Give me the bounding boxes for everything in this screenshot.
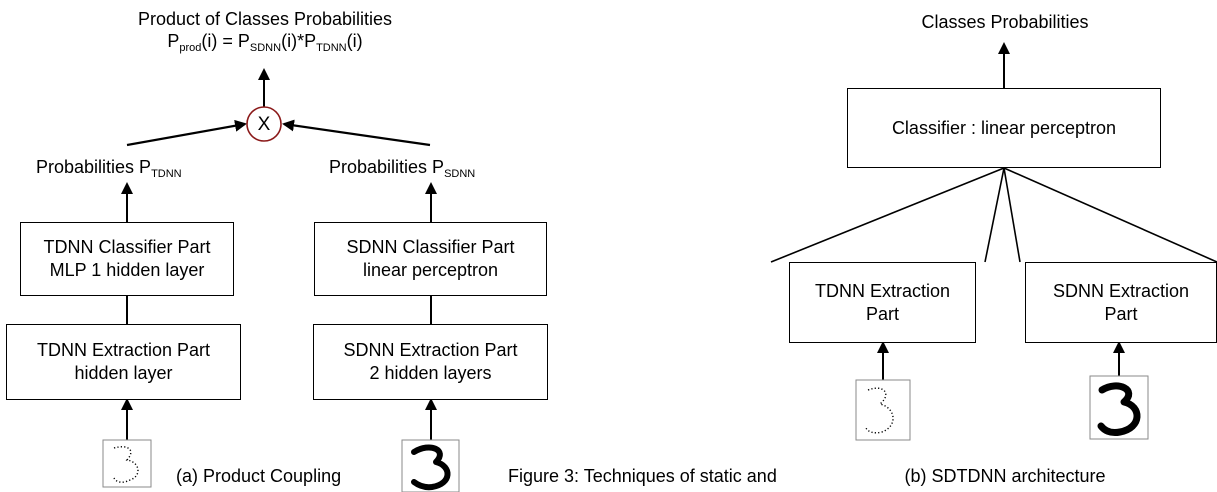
right-sdnn-input-image (1089, 375, 1149, 440)
left-caption: (a) Product Coupling (176, 466, 342, 486)
right-classifier-box: Classifier : linear perceptron (847, 88, 1161, 168)
multiply-symbol: X (257, 114, 271, 135)
tdnn-classifier-line2: MLP 1 hidden layer (49, 260, 205, 280)
fan-sdnn-left (1003, 167, 1021, 263)
right-tdnn-extraction-box: TDNN Extraction Part (789, 262, 976, 343)
sdnn-extraction-box: SDNN Extraction Part 2 hidden layers (313, 324, 548, 400)
tdnn-extraction-line1: TDNN Extraction Part (36, 340, 211, 360)
figure-caption: Figure 3: Techniques of static and (508, 466, 777, 486)
right-sdnn-extraction-line2: Part (1104, 303, 1138, 324)
tdnn-extraction-box: TDNN Extraction Part hidden layer (6, 324, 241, 400)
sdnn-input-image (401, 439, 460, 492)
left-title: Product of Classes Probabilities (137, 9, 393, 29)
right-caption: (b) SDTDNN architecture (904, 466, 1106, 486)
sdnn-extraction-line1: SDNN Extraction Part (343, 340, 518, 360)
sdnn-classifier-box: SDNN Classifier Part linear perceptron (314, 222, 547, 296)
multiply-node (246, 106, 282, 142)
right-tdnn-input-image (855, 379, 911, 441)
tdnn-classifier-line1: TDNN Classifier Part (43, 237, 211, 257)
right-tdnn-extraction-line1: TDNN Extraction (814, 280, 951, 301)
tdnn-input-image (102, 439, 152, 488)
fan-tdnn-right (984, 167, 1005, 263)
sdnn-classifier-line2: linear perceptron (362, 260, 499, 280)
fan-sdnn-right (1003, 167, 1217, 263)
left-formula: Pprod(i) = PSDNN(i)*PTDNN(i) (167, 31, 363, 54)
right-sdnn-extraction-line1: SDNN Extraction (1052, 280, 1190, 301)
tdnn-extraction-line2: hidden layer (74, 363, 173, 383)
right-title: Classes Probabilities (921, 12, 1089, 32)
arrow-tdnn-to-multiply (126, 119, 247, 147)
prob-sdnn-label: Probabilities PSDNN (329, 157, 476, 180)
arrow-sdnn-to-multiply (282, 119, 431, 147)
fan-tdnn-left (770, 167, 1005, 263)
right-classifier-label: Classifier : linear perceptron (891, 117, 1117, 138)
prob-tdnn-label: Probabilities PTDNN (36, 157, 182, 180)
tdnn-classifier-box: TDNN Classifier Part MLP 1 hidden layer (20, 222, 234, 296)
right-sdnn-extraction-box: SDNN Extraction Part (1025, 262, 1217, 343)
sdnn-classifier-line1: SDNN Classifier Part (346, 237, 515, 257)
right-tdnn-extraction-line2: Part (865, 303, 899, 324)
sdnn-extraction-line2: 2 hidden layers (369, 363, 492, 383)
